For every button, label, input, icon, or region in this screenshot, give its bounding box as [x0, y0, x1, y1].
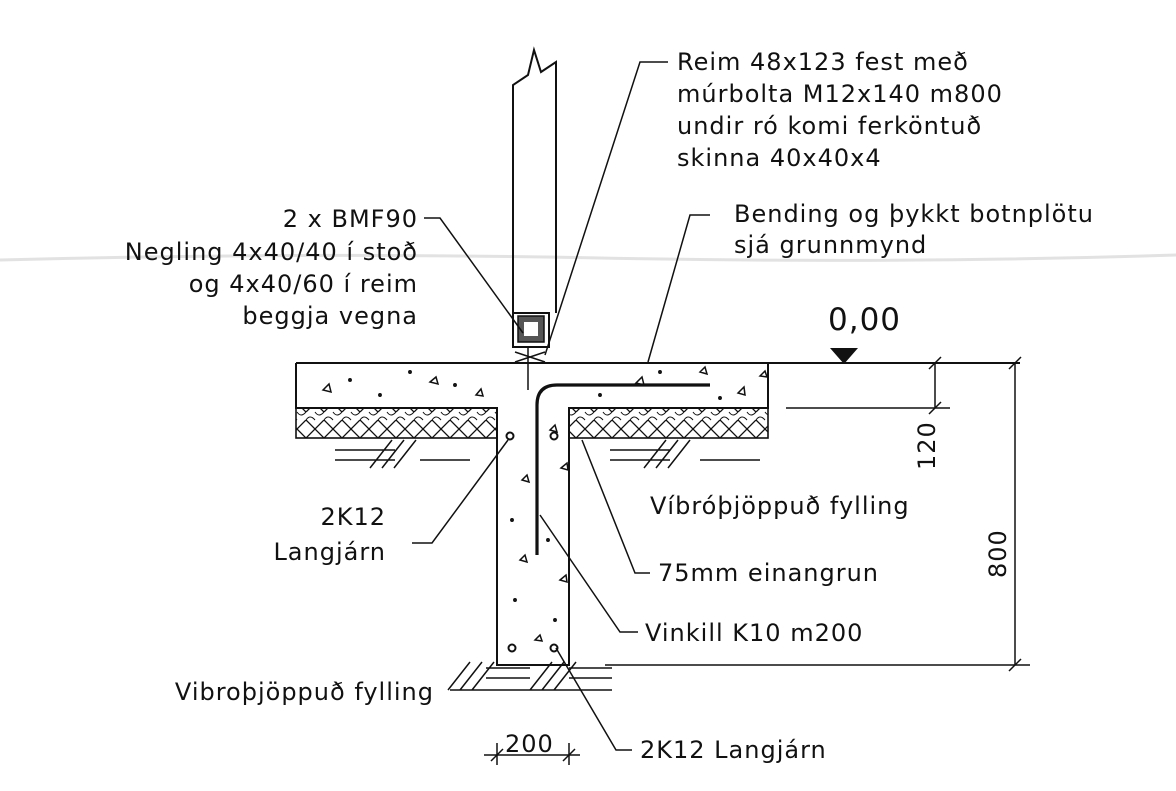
dim-footing-depth: 800 — [984, 529, 1012, 578]
label-reim-1: Reim 48x123 fest með — [677, 48, 969, 76]
label-langjarn-upper-1: 2K12 — [320, 503, 386, 531]
label-fill-left: Vibroþjöppuð fylling — [175, 678, 434, 706]
label-negling-1: Negling 4x40/40 í stoð — [125, 238, 418, 266]
reinforcement — [505, 383, 710, 653]
label-langjarn-lower: 2K12 Langjárn — [640, 736, 827, 764]
leader-lines — [412, 61, 710, 751]
label-negling-3: beggja vegna — [242, 302, 418, 330]
label-reim-2: múrbolta M12x140 m800 — [677, 80, 1003, 108]
level-marker: 0,00 — [828, 302, 901, 364]
paper-fold-line — [0, 253, 1176, 262]
label-langjarn-upper-2: Langjárn — [273, 538, 386, 566]
dimension-wall-width — [484, 743, 580, 765]
insulation-right — [568, 407, 769, 439]
label-bmf: 2 x BMF90 — [283, 205, 418, 233]
label-vinkill: Vinkill K10 m200 — [645, 619, 863, 647]
ground-hatch — [335, 439, 760, 691]
label-negling-2: og 4x40/60 í reim — [189, 270, 418, 298]
label-fill-right: Víbróþjöppuð fylling — [650, 492, 910, 520]
sill-bracket — [514, 315, 549, 390]
dimension-lines-vertical — [605, 356, 1030, 672]
insulation-left — [295, 407, 498, 439]
label-reim-3: undir ró komi ferköntuð — [677, 112, 982, 140]
concrete-aggregate — [321, 365, 769, 642]
dim-slab-thickness: 120 — [913, 421, 941, 470]
level-value: 0,00 — [828, 302, 901, 338]
label-insulation: 75mm einangrun — [658, 559, 879, 587]
dim-wall-width: 200 — [505, 730, 554, 758]
label-bending-1: Bending og þykkt botnplötu — [734, 200, 1094, 228]
label-bending-2: sjá grunnmynd — [734, 231, 927, 259]
label-reim-4: skinna 40x40x4 — [677, 144, 882, 172]
post — [512, 46, 557, 348]
